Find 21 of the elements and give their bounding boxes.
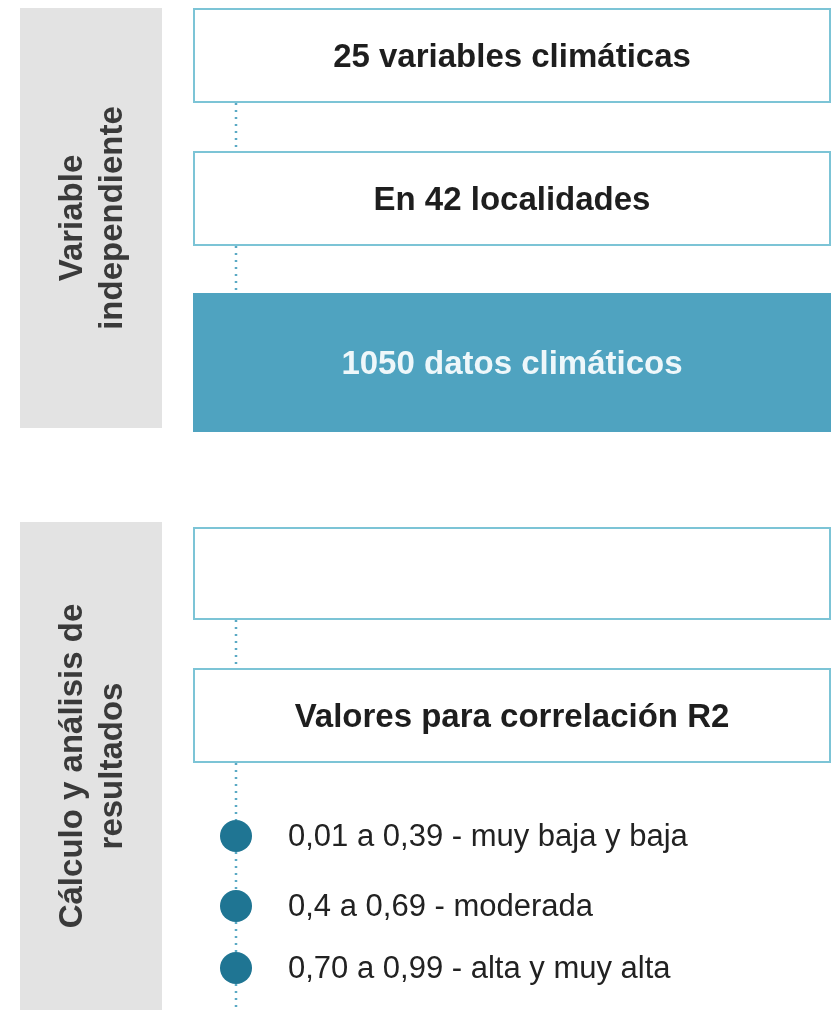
highlight-box — [193, 293, 831, 432]
side-band — [20, 8, 162, 428]
dotted-connector — [234, 763, 238, 820]
range-text: 0,70 a 0,99 - alta y muy alta — [288, 950, 671, 986]
process-box — [193, 527, 831, 620]
band-label: Cálculo y análisis de resultados — [51, 602, 130, 931]
dotted-connector — [234, 922, 238, 952]
dotted-connector — [234, 246, 238, 293]
band-label: Variable independiente — [51, 105, 130, 332]
box-label: Valores para correlación R2 — [294, 695, 730, 736]
box-label: 1050 datos climáticos — [341, 342, 683, 383]
range-text: 0,01 a 0,39 - muy baja y baja — [288, 818, 688, 854]
dotted-connector — [234, 984, 238, 1010]
box-label: En 42 localidades — [373, 178, 651, 219]
range-text: 0,4 a 0,69 - moderada — [288, 888, 594, 924]
process-box — [193, 151, 831, 246]
side-band — [20, 522, 162, 1010]
dotted-connector — [234, 852, 238, 890]
box-label: 25 variables climáticas — [333, 35, 691, 76]
process-box — [193, 668, 831, 763]
process-box — [193, 8, 831, 103]
